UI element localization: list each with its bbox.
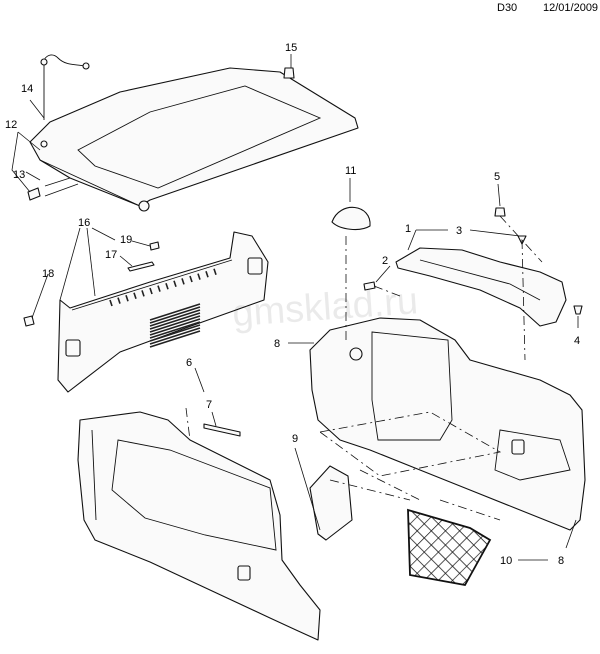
callout-labels: 1 2 3 4 5 6 7 8 8 9 10 11 12 13 14 15 16… xyxy=(5,42,580,567)
callout-16: 16 xyxy=(78,217,90,229)
right-side-trim-8 xyxy=(309,317,586,531)
grille-slot xyxy=(133,292,137,300)
grille-slot xyxy=(189,275,193,283)
strip-7 xyxy=(203,423,241,437)
callout-4: 4 xyxy=(574,335,580,347)
grille-slot xyxy=(149,287,153,295)
cargo-net-10 xyxy=(407,508,492,587)
left-side-trim-6 xyxy=(77,411,321,641)
panel-9 xyxy=(309,465,353,541)
callout-10: 10 xyxy=(500,555,512,567)
upper-rail-1 xyxy=(395,247,567,327)
leader-lines xyxy=(11,54,579,561)
grille-slot xyxy=(125,294,129,302)
grille-slot xyxy=(149,303,201,321)
callout-15: 15 xyxy=(285,42,297,54)
sill-plate-16 xyxy=(57,231,269,393)
grille-slot xyxy=(149,309,201,327)
assembly-lines xyxy=(185,215,543,521)
grille-slot xyxy=(197,273,201,280)
callout-11: 11 xyxy=(345,165,356,177)
callout-2: 2 xyxy=(382,255,388,267)
callout-8a: 8 xyxy=(274,338,280,350)
grille-slot xyxy=(149,315,201,333)
callout-6: 6 xyxy=(186,357,192,369)
grille-slot xyxy=(141,290,145,297)
callout-14: 14 xyxy=(21,83,33,95)
grille-slot xyxy=(157,285,161,292)
grille-slot xyxy=(149,330,201,348)
callout-7: 7 xyxy=(206,399,212,411)
callout-3: 3 xyxy=(456,225,462,237)
callout-9: 9 xyxy=(292,433,298,445)
grille-slot xyxy=(205,270,209,278)
callout-18: 18 xyxy=(42,268,54,280)
cable-14 xyxy=(40,54,90,120)
callout-17: 17 xyxy=(105,249,117,261)
grille-slot xyxy=(109,299,113,307)
callout-5: 5 xyxy=(494,171,500,183)
grille-slot xyxy=(181,278,185,285)
bolt-2 xyxy=(363,281,376,291)
callout-8b: 8 xyxy=(558,555,564,567)
page-date: 12/01/2009 xyxy=(543,2,599,14)
callout-19: 19 xyxy=(120,234,132,246)
lamp-cover-11 xyxy=(331,206,371,231)
grille-slot xyxy=(149,306,201,324)
bracket-13 xyxy=(27,177,79,201)
grille-slot xyxy=(149,324,201,342)
grille-slot xyxy=(149,312,201,330)
grille-slot xyxy=(149,327,201,345)
rear-cover-panel xyxy=(29,67,359,212)
clip-15 xyxy=(283,67,295,79)
page-code: D30 xyxy=(497,2,518,14)
grille-slot xyxy=(117,297,121,304)
clip-18 xyxy=(23,315,35,327)
grille-slot xyxy=(173,280,177,288)
grille-slot xyxy=(213,268,217,276)
callout-12: 12 xyxy=(5,119,17,131)
grille-slot xyxy=(149,318,201,336)
grille-slot xyxy=(149,321,201,339)
clip-5 xyxy=(494,207,506,217)
clip-19 xyxy=(149,241,160,251)
screw-4 xyxy=(573,305,583,315)
grille-slot xyxy=(165,282,169,290)
callout-1: 1 xyxy=(405,223,411,235)
trim-strip-17 xyxy=(127,261,155,272)
callout-13: 13 xyxy=(13,169,25,181)
